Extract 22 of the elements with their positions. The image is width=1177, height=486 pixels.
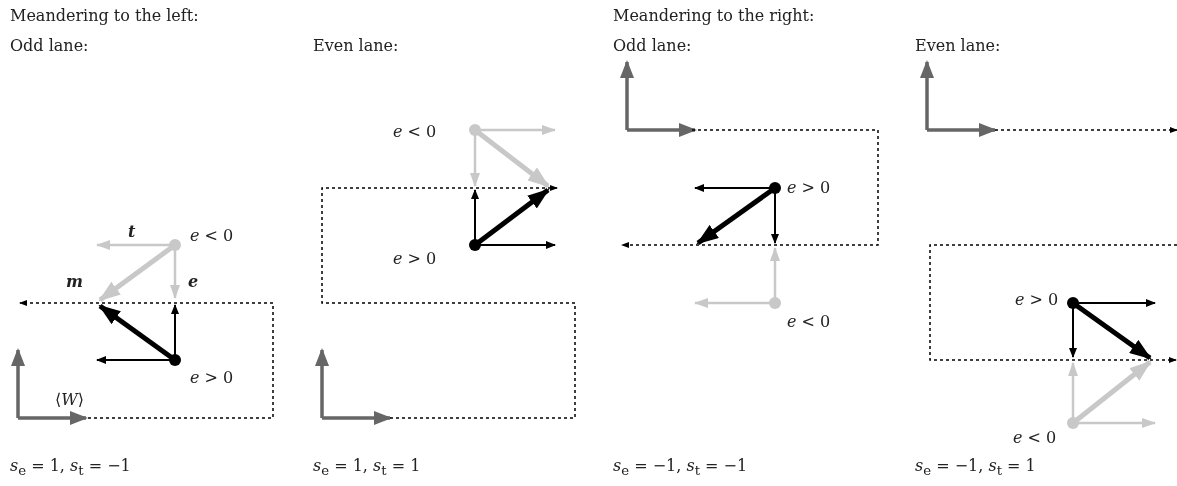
- sign-parameters: s$_{e}$ = −1, s$_{t}$ = −1: [613, 456, 748, 481]
- sign-label: e < 0: [1013, 428, 1057, 448]
- sign-label: e < 0: [787, 312, 831, 332]
- sign-label: e > 0: [190, 368, 234, 388]
- vector-label: t: [128, 222, 136, 242]
- sign-label: e > 0: [393, 249, 437, 269]
- sign-label: e > 0: [1015, 290, 1059, 310]
- sign-label: e < 0: [190, 226, 234, 246]
- sign-label: e < 0: [393, 122, 437, 142]
- heading: Meandering to the right:: [613, 6, 815, 26]
- sign-parameters: s$_{e}$ = 1, s$_{t}$ = −1: [10, 456, 131, 481]
- lane-heading: Even lane:: [915, 36, 1001, 56]
- sign-parameters: s$_{e}$ = −1, s$_{t}$ = 1: [915, 456, 1036, 481]
- lane-heading: Even lane:: [313, 36, 399, 56]
- vector-label: e: [188, 272, 199, 292]
- vector-label: m: [66, 272, 83, 292]
- sign-parameters: s$_{e}$ = 1, s$_{t}$ = 1: [313, 456, 421, 481]
- lane-heading: Odd lane:: [10, 36, 89, 56]
- lane-heading: Odd lane:: [613, 36, 692, 56]
- sign-label: e > 0: [787, 178, 831, 198]
- heading: Meandering to the left:: [10, 6, 199, 26]
- frame-label: ⟨W⟩: [55, 390, 84, 410]
